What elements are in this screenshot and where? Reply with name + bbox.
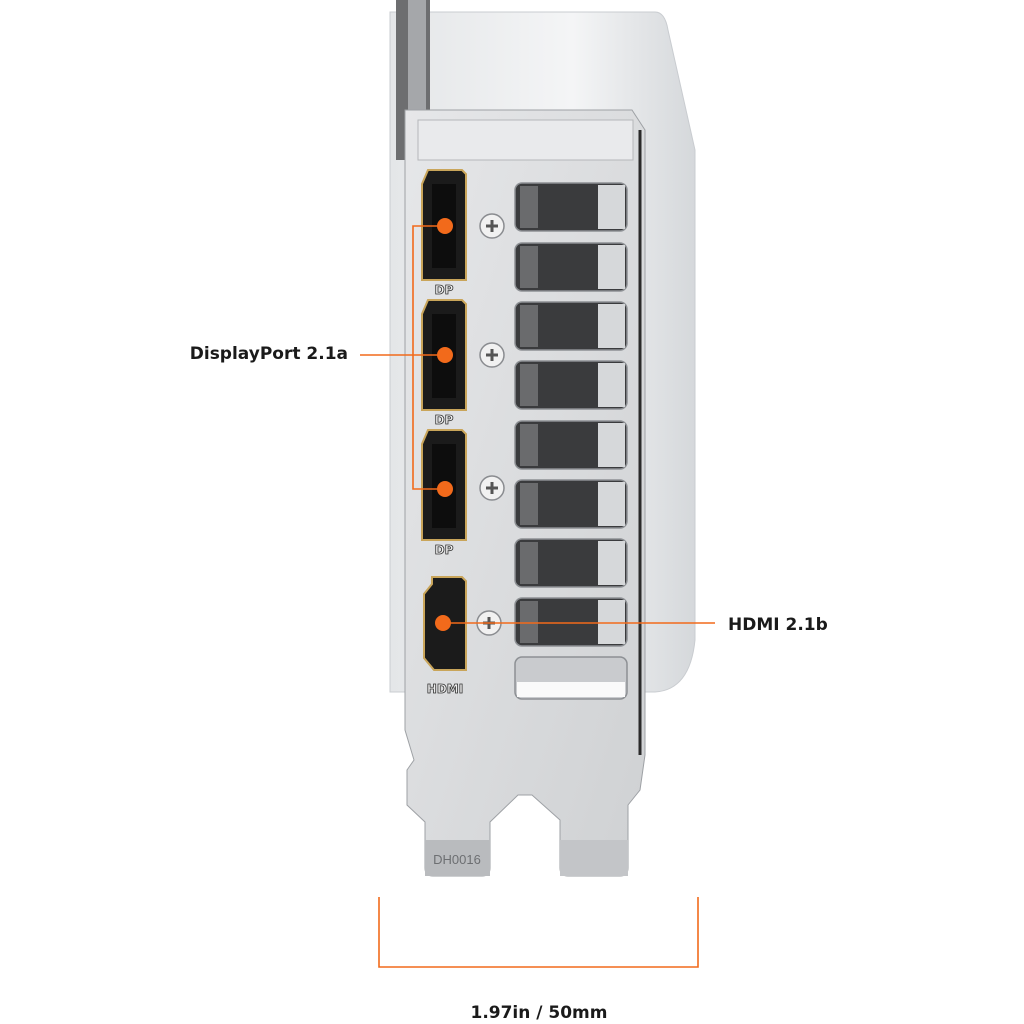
- screw-icon: [479, 213, 505, 239]
- dp-port-label: DP: [435, 283, 454, 297]
- screw-icon: [479, 475, 505, 501]
- annotation-leaders: [360, 225, 715, 968]
- part-code: DH0016: [433, 852, 481, 867]
- hdmi-label: HDMI 2.1b: [728, 615, 828, 635]
- width-dimension-label: 1.97in / 50mm: [470, 1003, 608, 1023]
- screw-icon: [479, 342, 505, 368]
- ventilation-slots: [514, 182, 628, 700]
- hdmi-port-label: HDMI: [427, 682, 463, 696]
- width-dimension-bracket: [378, 897, 699, 968]
- port-markers: [435, 218, 453, 631]
- dp-port-label: DP: [435, 413, 454, 427]
- displayport-label: DisplayPort 2.1a: [189, 344, 348, 364]
- dp-port-label: DP: [435, 543, 454, 557]
